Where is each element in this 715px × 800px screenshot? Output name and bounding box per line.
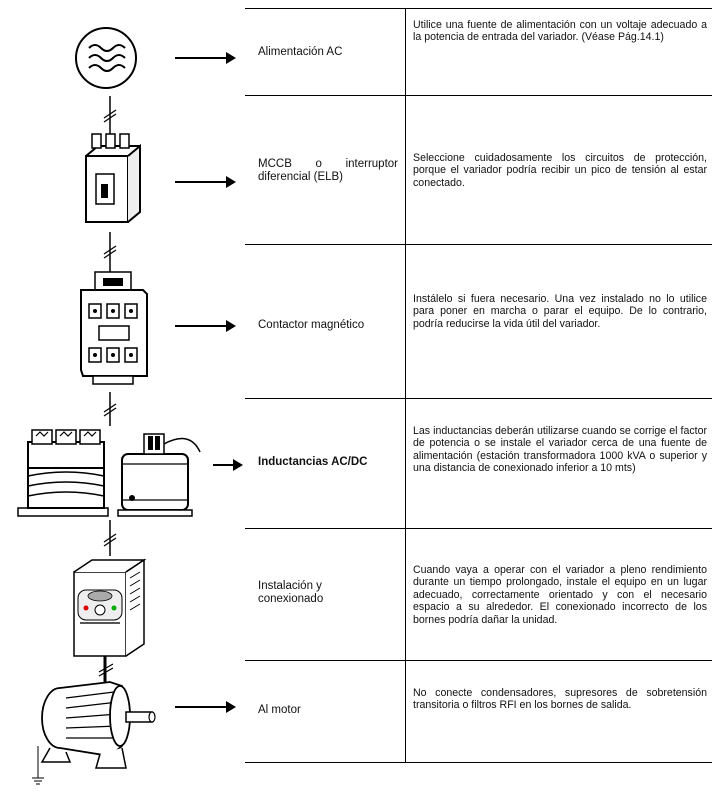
row-divider [245, 398, 712, 399]
wire-tick-icon [103, 520, 117, 556]
motor-icon [32, 681, 156, 785]
table-border-bottom [245, 762, 712, 763]
arrow-icon [175, 176, 236, 188]
inductance-icon [17, 429, 201, 517]
row-desc-inductance: Las inductancias deberán utilizarse cuan… [413, 425, 707, 475]
row-label-motor: Al motor [258, 704, 301, 716]
row-label-ac-power: Alimentación AC [258, 46, 343, 58]
wire-tick-icon [103, 392, 117, 426]
circuit-breaker-icon [85, 133, 141, 223]
wire-tick-icon [103, 96, 117, 136]
row-divider [245, 244, 712, 245]
inverter-icon [73, 558, 147, 657]
row-divider [245, 95, 712, 96]
row-desc-contactor: Instálelo si fuera necesario. Una vez in… [413, 293, 707, 330]
row-label-inductance: Inductancias AC/DC [258, 456, 368, 468]
arrow-icon [175, 320, 236, 332]
arrow-icon [175, 701, 236, 713]
arrow-icon [213, 459, 243, 471]
row-label-mccb: MCCB o interruptor diferencial (ELB) [258, 158, 398, 183]
ac-power-icon [75, 27, 137, 89]
column-divider [405, 8, 406, 762]
arrow-icon [175, 52, 236, 64]
row-desc-ac-power: Utilice una fuente de alimentación con u… [413, 19, 707, 44]
table-border-top [245, 8, 712, 9]
row-label-contactor: Contactor magnético [258, 319, 365, 331]
row-divider [245, 528, 712, 529]
row-desc-motor: No conecte condensadores, supresores de … [413, 687, 707, 712]
wire-tick-icon [103, 232, 117, 276]
row-label-installation: Instalación y conexionado [258, 580, 324, 605]
row-divider [245, 660, 712, 661]
magnetic-contactor-icon [80, 271, 148, 385]
row-desc-installation: Cuando vaya a operar con el variador a p… [413, 564, 707, 626]
row-desc-mccb: Seleccione cuidadosamente los circuitos … [413, 152, 707, 189]
wire-tick-icon [98, 656, 114, 682]
